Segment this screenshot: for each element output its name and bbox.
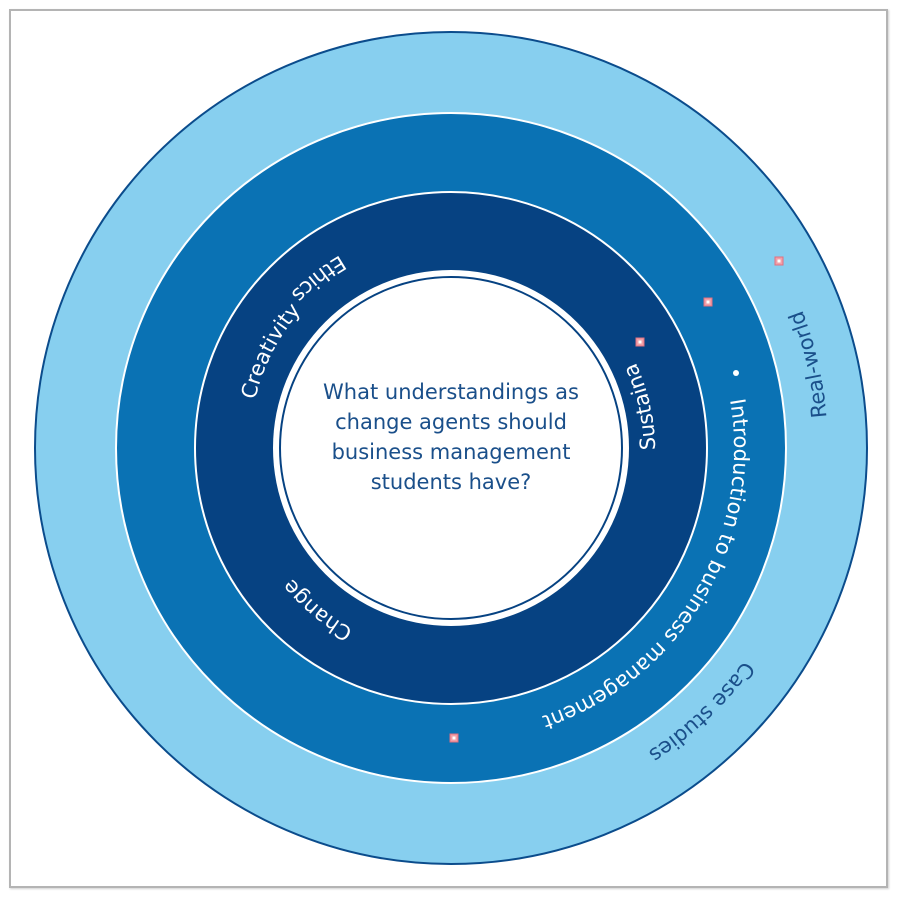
center-circle <box>273 270 629 626</box>
center-question-line: business management <box>331 440 571 464</box>
broken-image-icon <box>774 256 784 266</box>
broken-image-icon <box>635 337 645 347</box>
center-question-line: change agents should <box>335 410 567 434</box>
center-question: What understandings as change agents sho… <box>291 377 611 497</box>
center-circle-inner-border <box>279 276 623 620</box>
center-question-line: students have? <box>370 470 532 494</box>
broken-image-icon <box>449 733 459 743</box>
broken-image-icon <box>703 297 713 307</box>
dot-marker <box>733 370 739 376</box>
diagram-frame <box>9 9 888 888</box>
center-question-line: What understandings as <box>323 380 579 404</box>
